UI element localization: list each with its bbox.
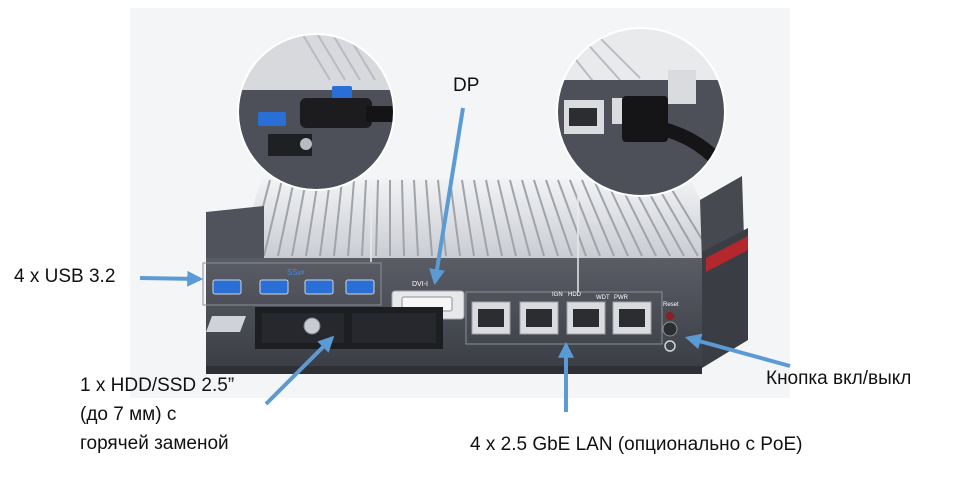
usb-callout: 4 x USB 3.2 [14,266,116,287]
usb-logo-text: SS⇄ [287,268,305,277]
ign-marking: IGN [552,292,563,298]
hdd-callout-line1: 1 x HDD/SSD 2.5” [80,375,235,396]
power-button-callout: Кнопка вкл/выкл [766,368,912,389]
pwr-marking: PWR [614,295,629,301]
dp-callout: DP [453,75,480,96]
wdt-marking: WDT [596,295,610,301]
lan-ports: IGN HDD WDT PWR [465,291,663,345]
usb-ports: SS⇄ [202,262,382,306]
dvi-marking: DVI-I [412,281,428,288]
reset-marking: Reset [663,302,679,308]
power-controls: Reset [662,302,679,352]
hdd-callout-line2: (до 7 мм) с [80,404,177,425]
heatsink [236,178,728,258]
lan-callout: 4 x 2.5 GbE LAN (опционально с PoE) [470,434,803,455]
hdd-marking: HDD [568,292,582,298]
hdd-callout-line3: горячей заменой [80,433,229,454]
red-accent-stripe [706,236,748,272]
power-button-icon [664,340,676,352]
